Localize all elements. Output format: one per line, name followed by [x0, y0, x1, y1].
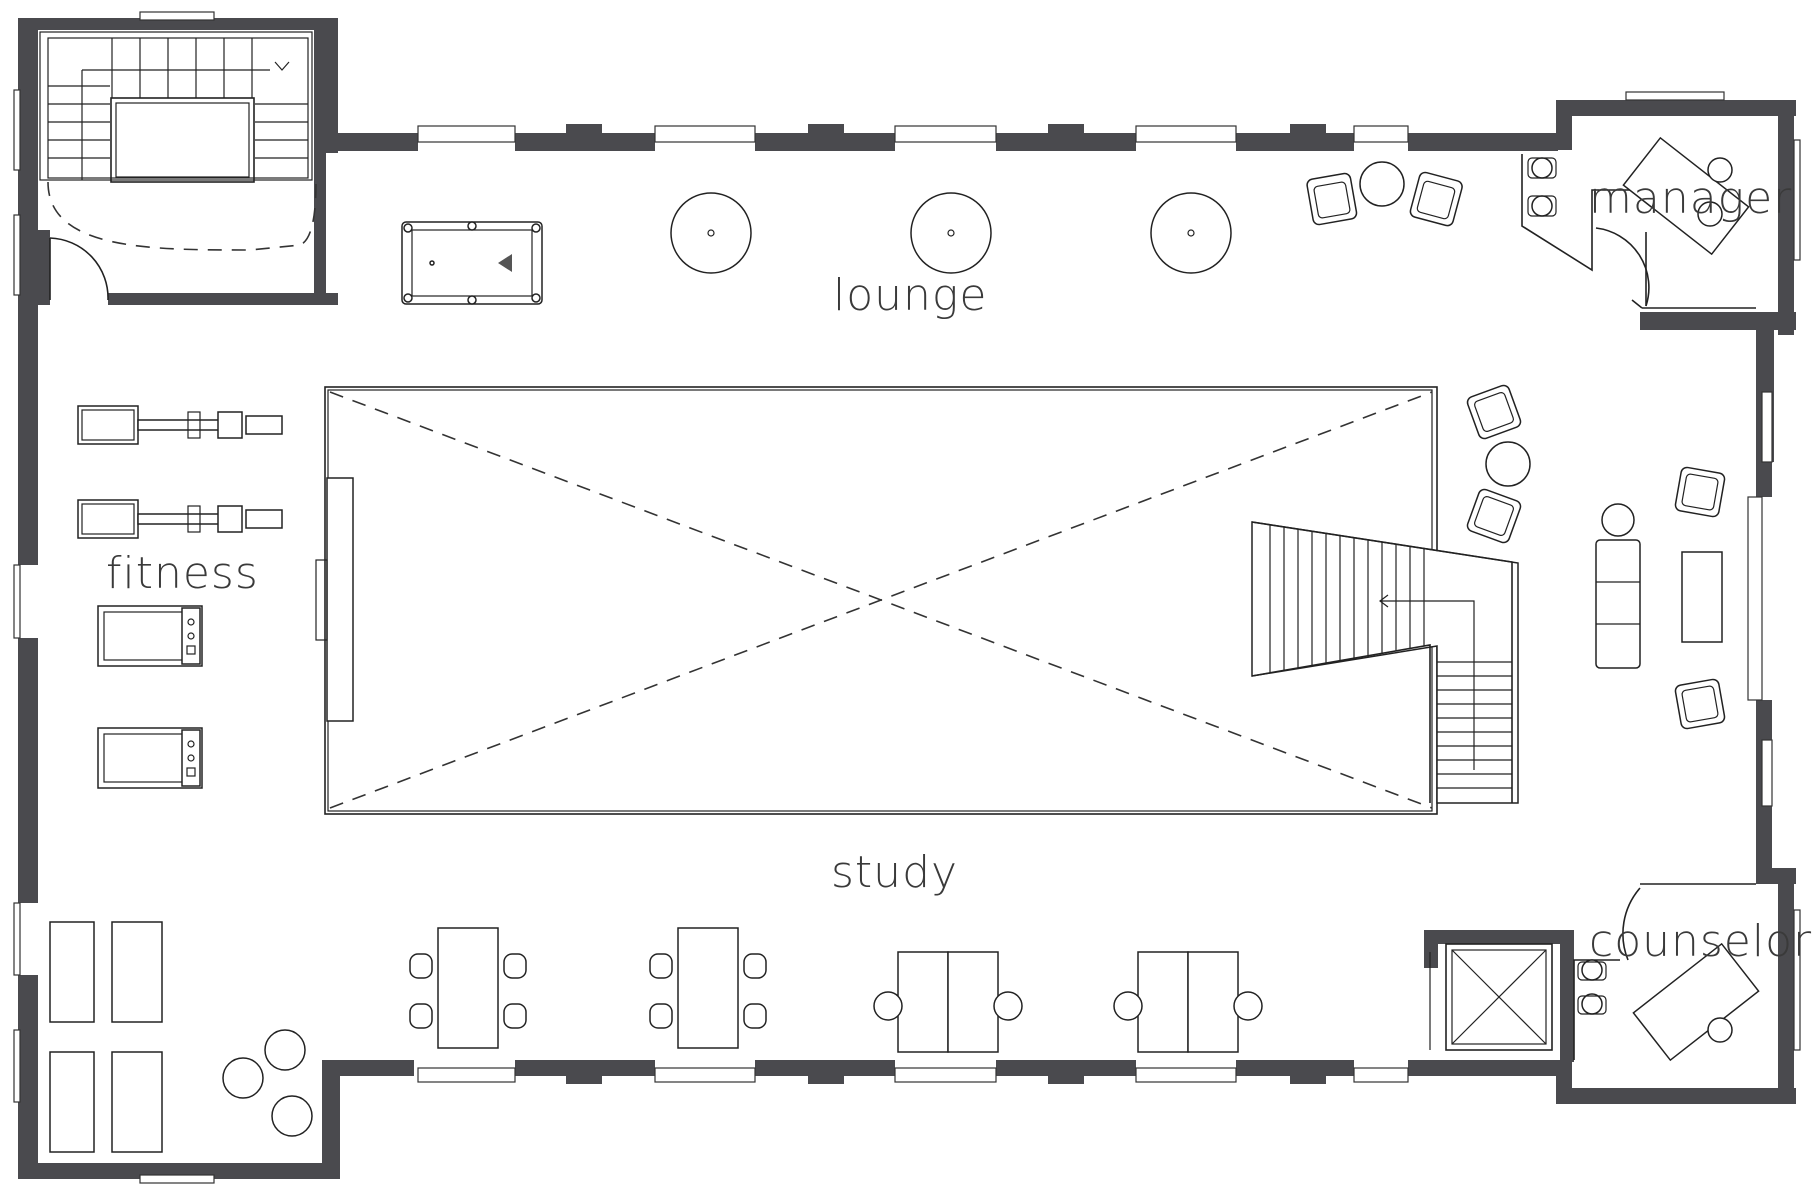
lounge-label: lounge — [833, 270, 987, 321]
exercise-balls — [222, 1029, 313, 1137]
rowing-machine — [77, 499, 283, 539]
windows — [13, 11, 1801, 1184]
lounge-round-tables — [670, 192, 1232, 274]
manager-label: manager — [1589, 173, 1792, 224]
study-label: study — [831, 847, 958, 898]
exercise-mats — [49, 921, 163, 1153]
manager-office — [1521, 136, 1756, 309]
counselor-label: counselor — [1589, 916, 1812, 967]
counselor-office — [1573, 883, 1760, 1062]
rowing-machine — [77, 405, 283, 445]
outer-walls — [18, 18, 1796, 1179]
pool-table — [401, 221, 543, 305]
fitness-label: fitness — [106, 548, 259, 599]
treadmill — [97, 605, 203, 667]
lounge-armchairs — [1306, 161, 1726, 730]
central-stair — [1251, 521, 1519, 804]
study-tables — [409, 927, 1263, 1053]
treadmill — [97, 727, 203, 789]
stair-tower — [39, 31, 317, 301]
room-labels: lounge fitness manager study counselor — [106, 173, 1812, 967]
fitness-equipment — [49, 405, 313, 1153]
elevator — [1429, 943, 1553, 1051]
